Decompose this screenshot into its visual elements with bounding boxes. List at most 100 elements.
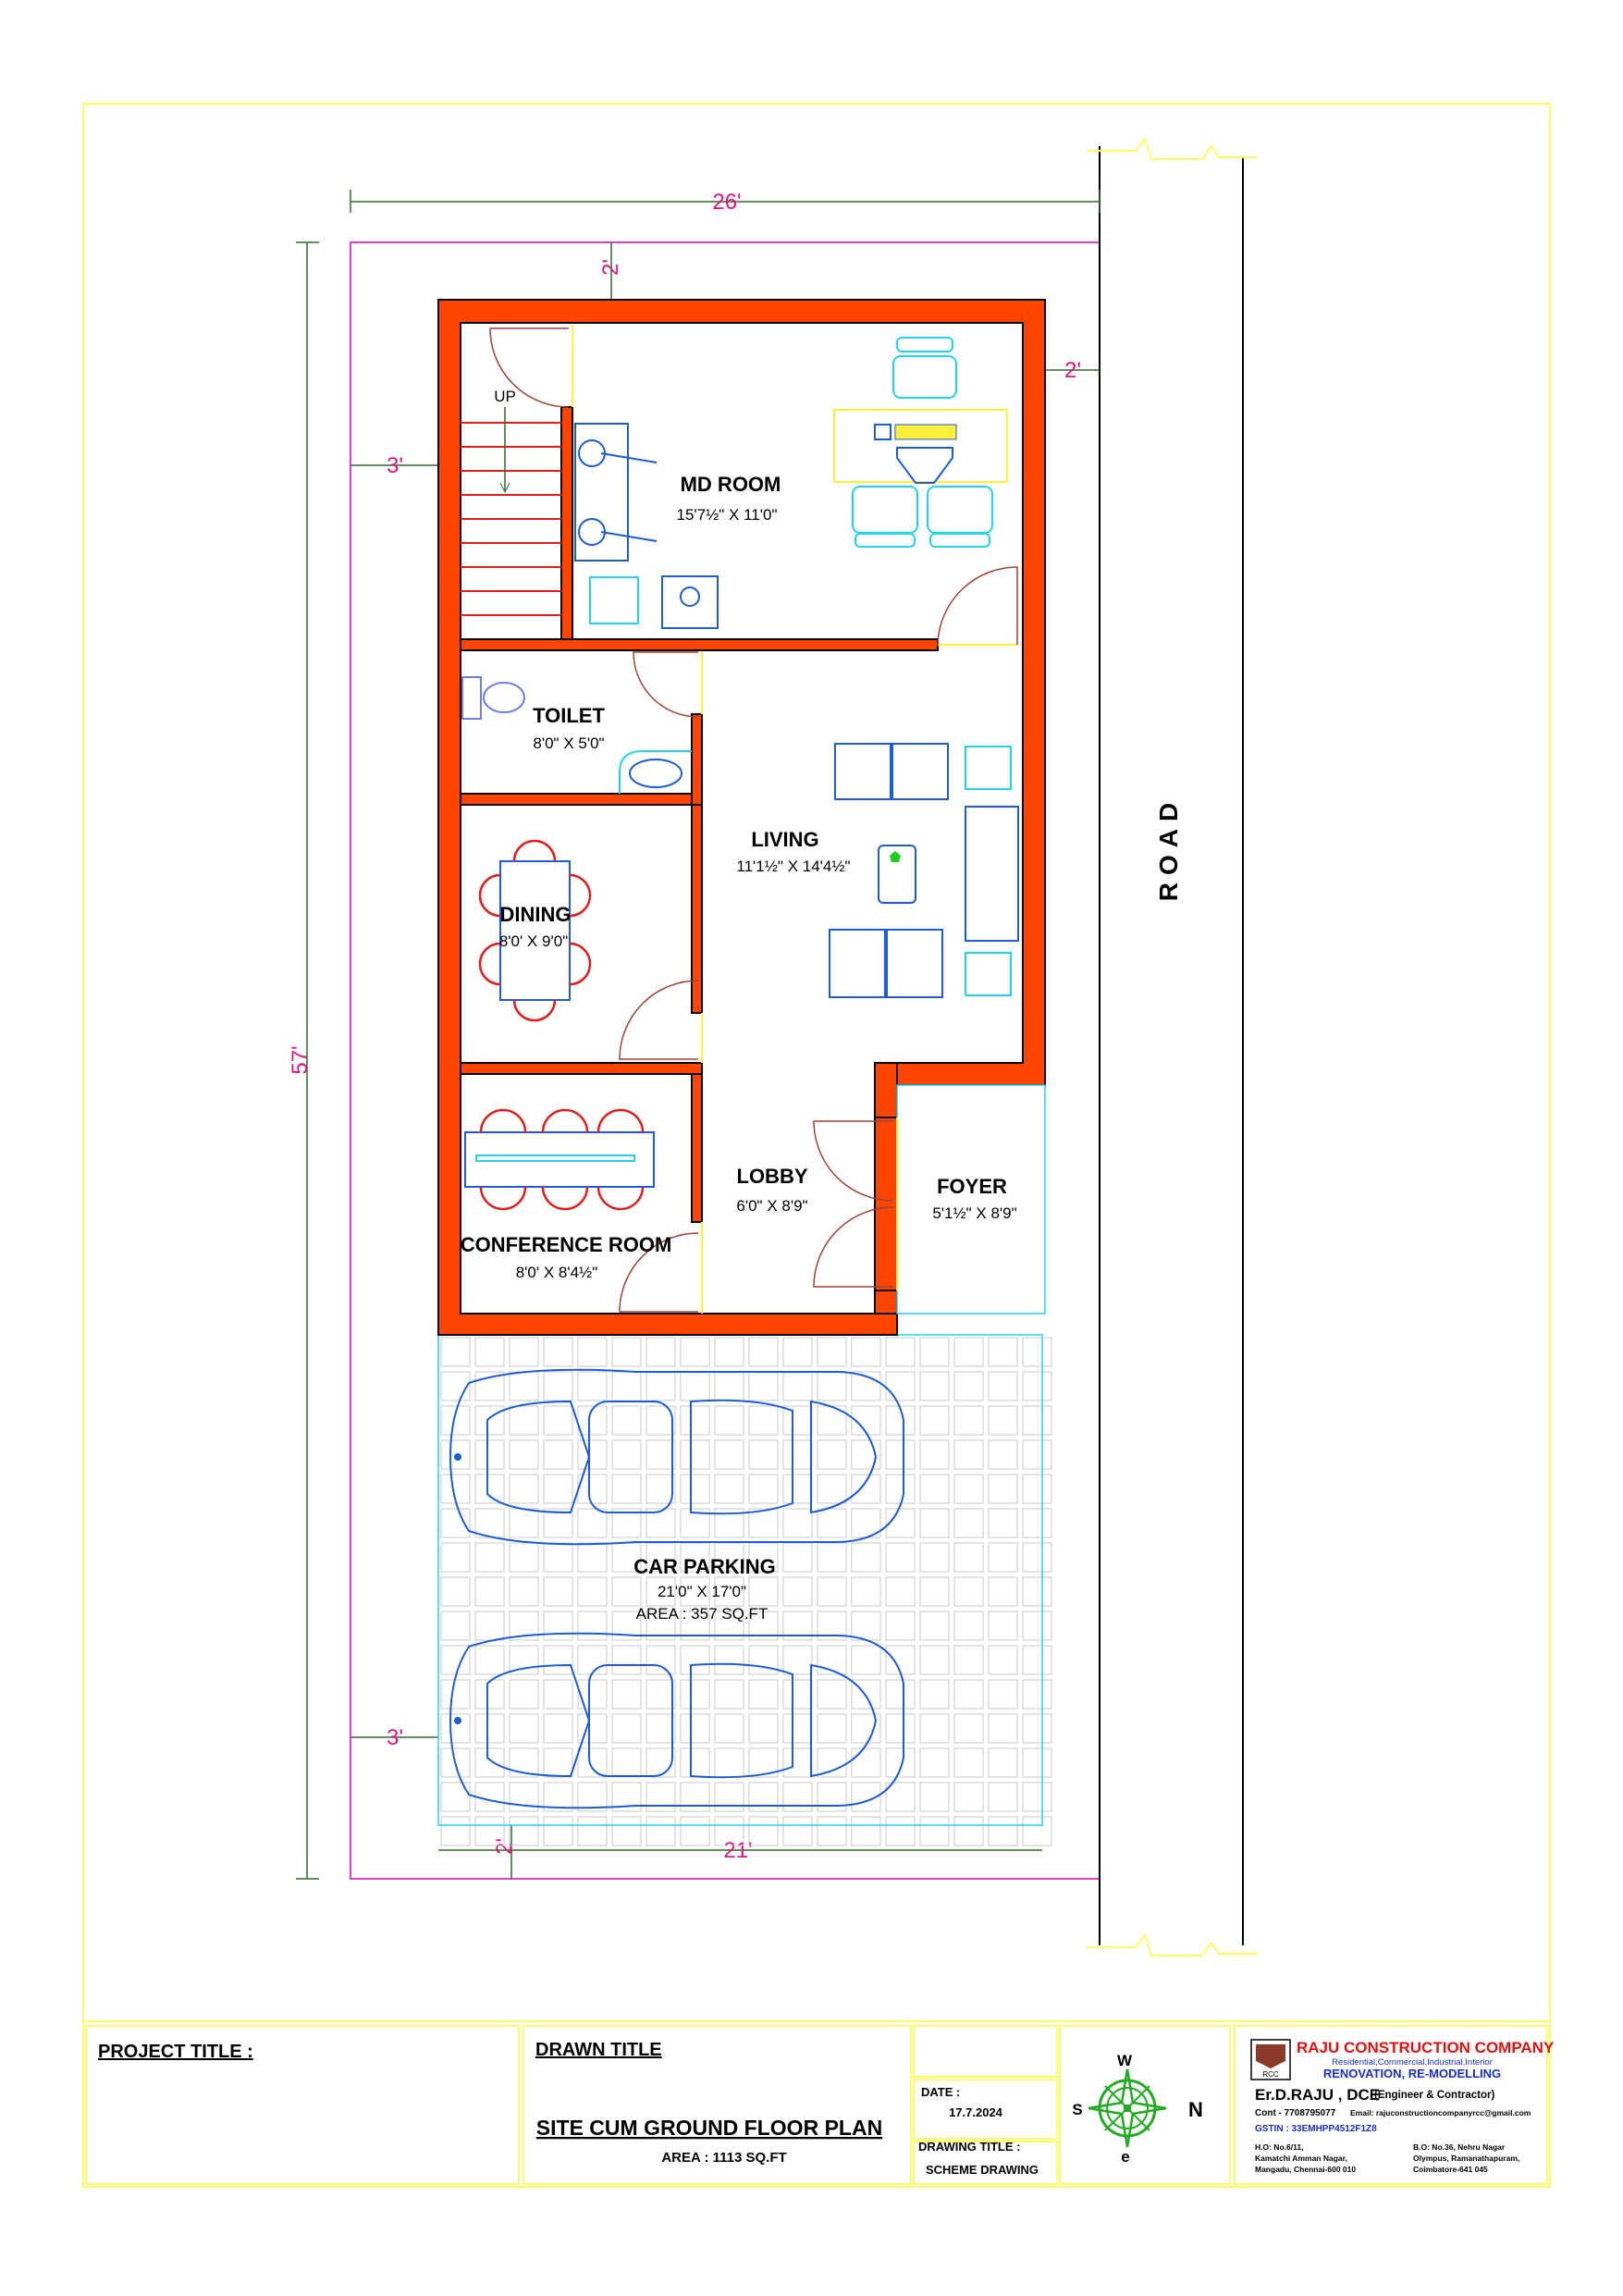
parking-tile [748, 1439, 779, 1470]
parking-tile [851, 1405, 881, 1436]
parking-tile [611, 1576, 642, 1607]
parking-tile [919, 1782, 950, 1812]
parking-tile [543, 1611, 573, 1641]
parking-tile [611, 1405, 642, 1436]
parking-tile [543, 1576, 573, 1607]
parking-tile [885, 1576, 916, 1607]
parking-tile [817, 1816, 847, 1846]
parking-tile [782, 1371, 813, 1401]
drawing-name: SITE CUM GROUND FLOOR PLAN [536, 2116, 882, 2140]
parking-tile [988, 1576, 1018, 1607]
parking-tile [646, 1645, 676, 1675]
parking-tile [988, 1679, 1018, 1710]
parking-tile [782, 1474, 813, 1504]
parking-tile [748, 1508, 779, 1538]
parking-tile [953, 1508, 984, 1538]
parking-tile [474, 1405, 505, 1436]
parking-tile [919, 1747, 950, 1778]
parking-tile [988, 1713, 1018, 1744]
foyer-size: 5'1½" X 8'9" [932, 1204, 1016, 1222]
parking-tile [680, 1405, 710, 1436]
parking-tile [646, 1405, 676, 1436]
branch-office-line: B.O: No.36, Nehru Nagar [1413, 2142, 1506, 2152]
parking-tile [885, 1337, 916, 1367]
parking-tile [782, 1747, 813, 1778]
parking-tile [851, 1645, 881, 1675]
parking-tile [577, 1508, 608, 1538]
parking-tile [988, 1816, 1018, 1846]
parking-tile [782, 1816, 813, 1846]
parking-tile [1022, 1337, 1052, 1367]
parking-boundary [437, 1334, 1043, 1826]
parking-tile [543, 1439, 573, 1470]
parking-tile [611, 1713, 642, 1744]
parking-tile [646, 1474, 676, 1504]
parking-tile [953, 1439, 984, 1470]
parking-tile [919, 1816, 950, 1846]
walls [437, 299, 1046, 1336]
toilet-size: 8'0" X 5'0" [533, 734, 604, 752]
dim-overall-length: 57' [288, 1045, 313, 1074]
project-title-label: PROJECT TITLE : [98, 2042, 253, 2062]
company-contact: Cont - 7708795077 [1255, 2108, 1336, 2118]
parking-tile [680, 1337, 710, 1367]
parking-tile [680, 1439, 710, 1470]
parking-tile [988, 1439, 1018, 1470]
parking-tile [851, 1713, 881, 1744]
parking-tile [748, 1747, 779, 1778]
parking-tile [817, 1611, 847, 1641]
road-label: ROAD [1154, 796, 1183, 901]
parking-tile [988, 1337, 1018, 1367]
parking-tile [953, 1371, 984, 1401]
conference-furniture [464, 1108, 655, 1211]
parking-tile [817, 1337, 847, 1367]
parking-tile [953, 1542, 984, 1573]
parking-tile [988, 1542, 1018, 1573]
parking-tile [543, 1405, 573, 1436]
parking-tile [440, 1645, 471, 1675]
compass-north: N [1188, 2098, 1203, 2121]
drawn-title-label: DRAWN TITLE [535, 2040, 662, 2060]
date-value: 17.7.2024 [949, 2105, 1003, 2119]
parking-tile [1022, 1679, 1052, 1710]
parking-tile [646, 1679, 676, 1710]
parking-tile [577, 1782, 608, 1812]
parking-tile [509, 1371, 539, 1401]
parking-tile [782, 1508, 813, 1538]
parking-tile [919, 1576, 950, 1607]
living-name: LIVING [751, 828, 818, 851]
parking-tile [953, 1747, 984, 1778]
parking-tile [988, 1405, 1018, 1436]
parking-tile [509, 1747, 539, 1778]
parking-tile [748, 1611, 779, 1641]
parking-tile [474, 1439, 505, 1470]
parking-tile [646, 1782, 676, 1812]
parking-tile [885, 1747, 916, 1778]
parking-tile [577, 1713, 608, 1744]
parking-tile [509, 1782, 539, 1812]
parking-tile [714, 1337, 744, 1367]
parking-tile [509, 1576, 539, 1607]
parking-tile [474, 1816, 505, 1846]
parking-tile [782, 1679, 813, 1710]
parking-tile [919, 1542, 950, 1573]
parking-tile [611, 1645, 642, 1675]
parking-tile [1022, 1405, 1052, 1436]
head-office-line: H.O: No.6/11, [1255, 2142, 1303, 2152]
dim-front-setback: 2' [598, 259, 623, 276]
drawing-title-label: DRAWING TITLE : [918, 2140, 1021, 2154]
parking-tile [611, 1611, 642, 1641]
dining-name: DINING [500, 903, 572, 926]
parking-tile [988, 1645, 1018, 1675]
branch-office-line: Coimbatore-641 045 [1413, 2165, 1488, 2174]
parking-tile [577, 1371, 608, 1401]
parking-tile [817, 1576, 847, 1607]
parking-tile [988, 1747, 1018, 1778]
parking-tile [953, 1576, 984, 1607]
engineer-role: (Engineer & Contractor) [1374, 2090, 1495, 2101]
parking-tile [885, 1508, 916, 1538]
parking-tile [680, 1782, 710, 1812]
parking-tile [817, 1508, 847, 1538]
parking-tile [680, 1679, 710, 1710]
